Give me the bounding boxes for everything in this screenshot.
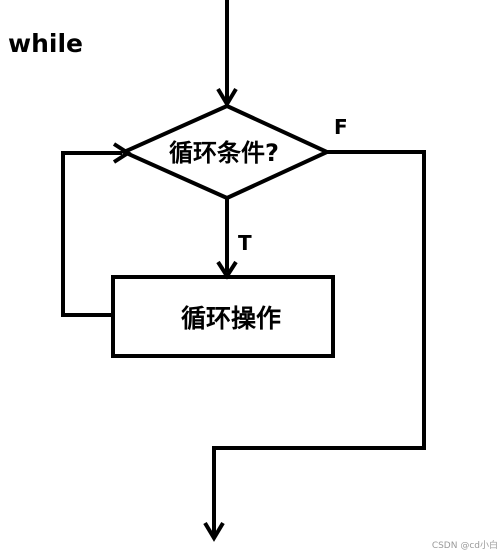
- diagram-title: while: [8, 29, 83, 58]
- false-label: F: [334, 115, 348, 139]
- loop-back-line: [61, 151, 122, 317]
- true-label: T: [238, 231, 252, 255]
- exit-arrowhead: [203, 521, 225, 542]
- loop-back-arrowhead: [112, 142, 132, 164]
- watermark-text: CSDN @cd小白: [432, 539, 498, 551]
- decision-label: 循环条件?: [169, 139, 279, 167]
- false-branch-line: [212, 150, 426, 535]
- process-label: 循环操作: [181, 304, 281, 333]
